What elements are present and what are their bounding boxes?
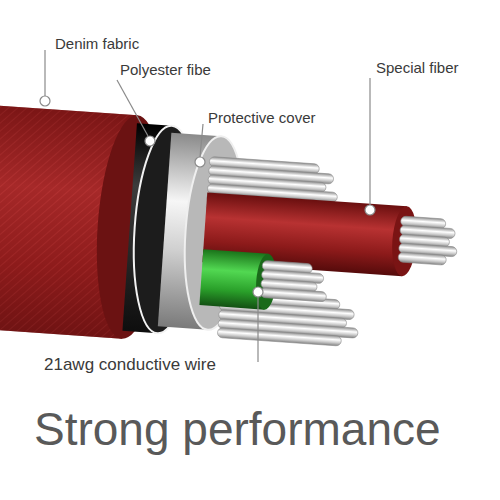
headline: Strong performance [34,404,441,455]
callout-label: Denim fabric [55,36,139,53]
leader-dot [145,136,155,146]
leader-line [257,297,258,362]
leader-dot [253,287,263,297]
leader-dot [195,157,205,167]
leader-line [117,80,148,136]
callout-label: Protective cover [208,110,316,127]
callout-label: Polyester fibe [120,62,211,79]
callout-label: 21awg conductive wire [44,356,216,375]
leader-dot [40,96,50,106]
leader-line [200,124,203,157]
leader-line [44,50,45,96]
callout-label: Special fiber [376,60,459,77]
leader-line [369,78,370,205]
leader-dot [365,205,375,215]
